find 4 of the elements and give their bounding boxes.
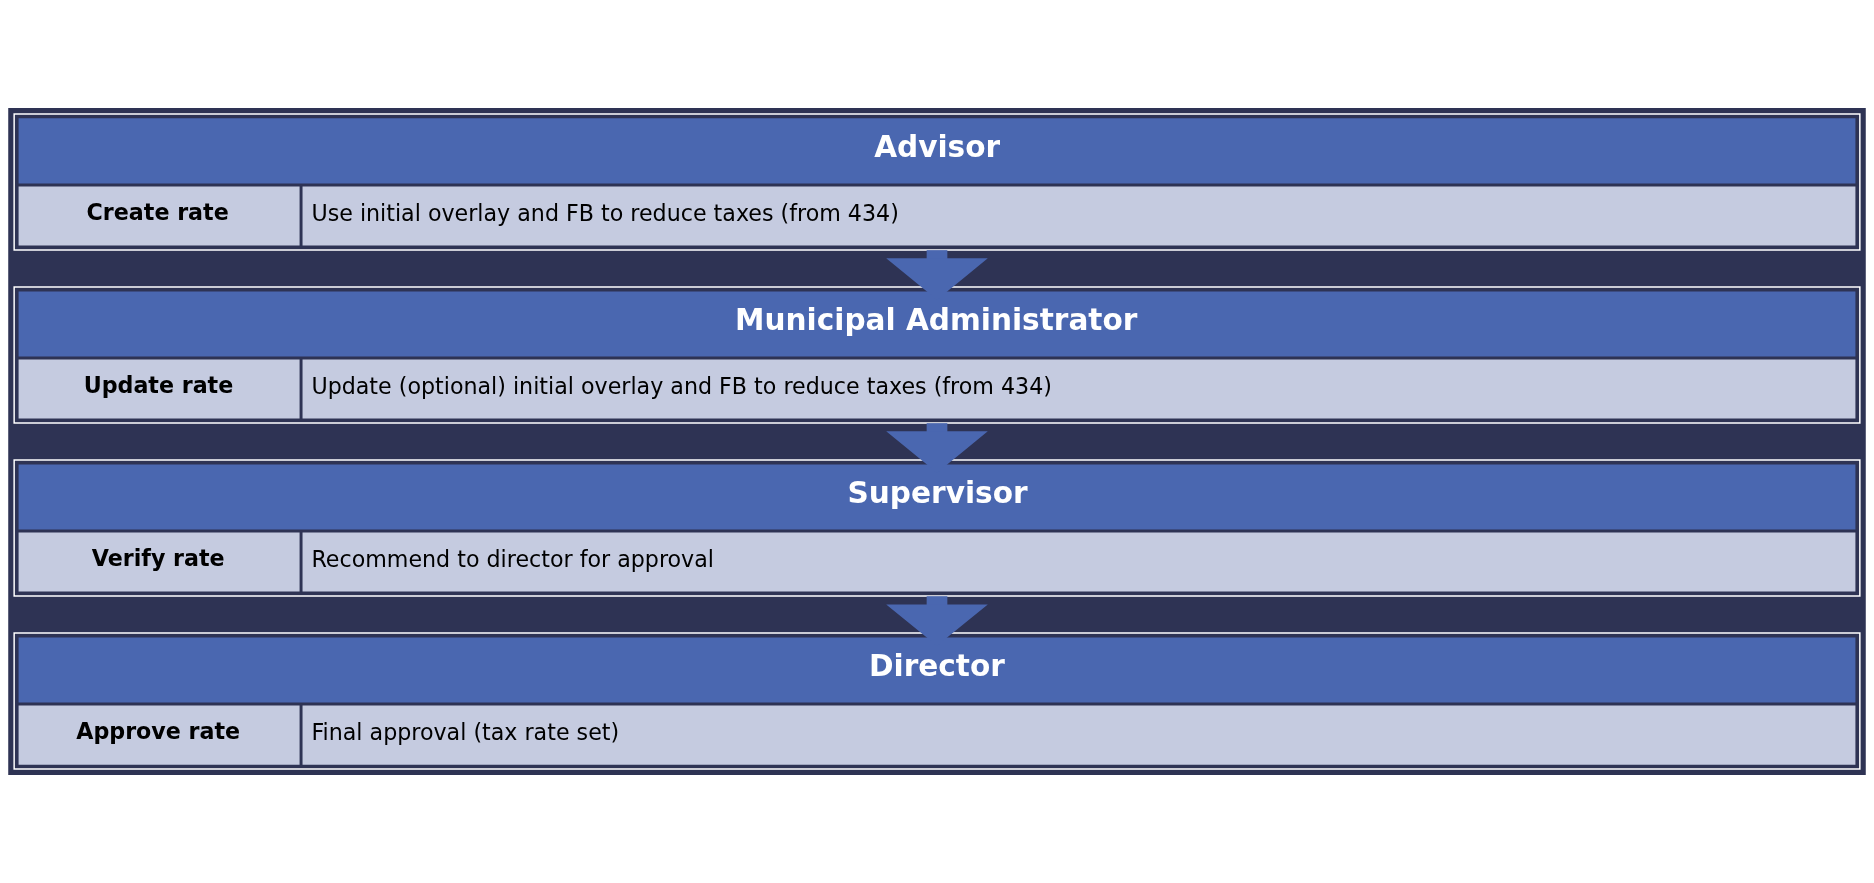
node-box: Advisor Create rate Use initial overlay and FB to reduce taxes (from 434) [13, 113, 1861, 251]
node-box: Municipal Administrator Update rate Update (optional) initial overlay and FB to reduce taxes (from 434) [13, 286, 1861, 424]
node-box: Supervisor Verify rate Recommend to director for approval [13, 459, 1861, 597]
node-box: Director Approve rate Final approval (tax rate set) [13, 632, 1861, 770]
